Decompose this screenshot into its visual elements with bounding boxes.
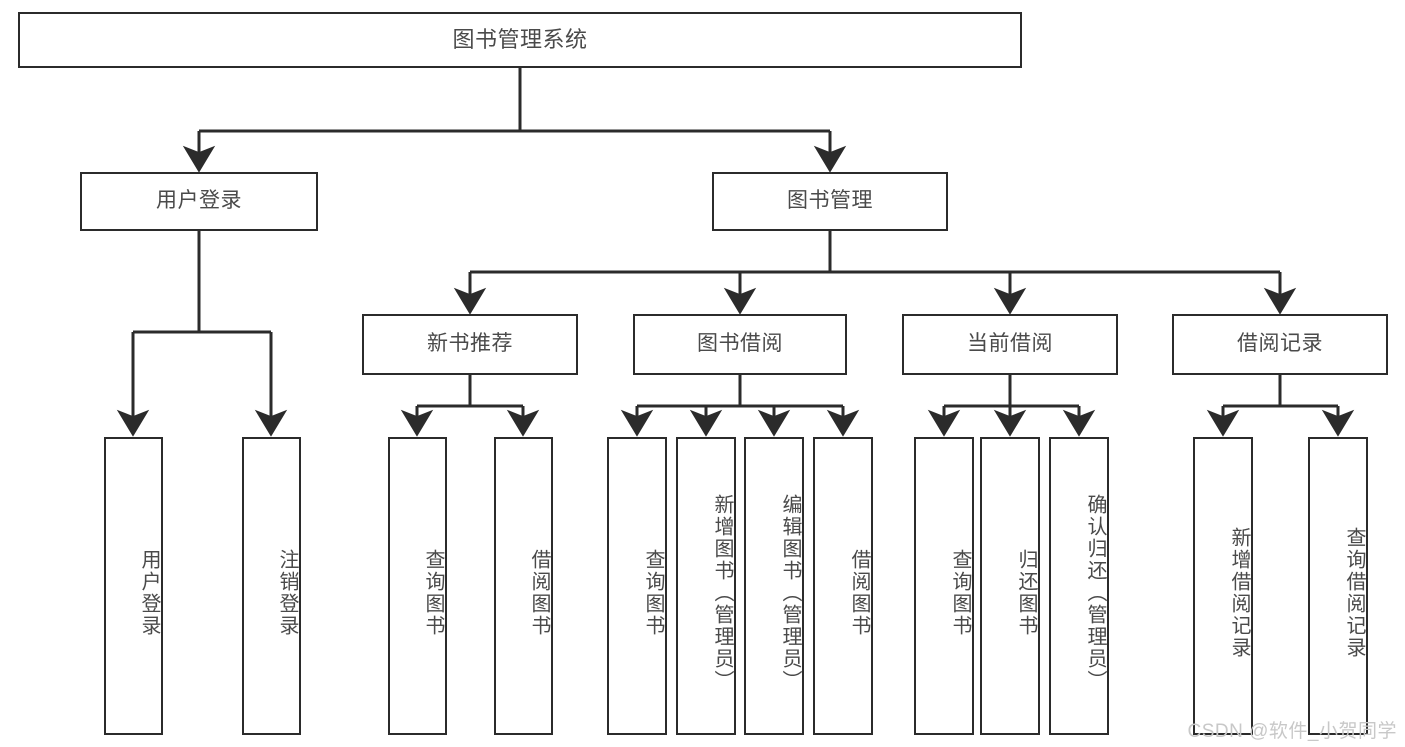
node-book-borrow-label: 图书借阅	[697, 332, 783, 356]
node-leaf-query-book-3-label: 查询图书	[949, 549, 971, 637]
node-leaf-query-borrow-record-label: 查询借阅记录	[1343, 527, 1365, 659]
node-book-manage[interactable]: 图书管理	[712, 172, 948, 231]
node-book-borrow[interactable]: 图书借阅	[633, 314, 847, 375]
node-new-book-recommend-label: 新书推荐	[427, 332, 513, 356]
node-leaf-add-borrow-record[interactable]: 新增借阅记录	[1193, 437, 1253, 735]
node-leaf-query-book-1[interactable]: 查询图书	[388, 437, 447, 735]
node-book-manage-label: 图书管理	[787, 189, 873, 213]
node-borrow-record-label: 借阅记录	[1237, 332, 1323, 356]
node-leaf-query-book-2-label: 查询图书	[642, 549, 664, 637]
node-borrow-record[interactable]: 借阅记录	[1172, 314, 1388, 375]
node-leaf-edit-book-admin[interactable]: 编辑图书（管理员）	[744, 437, 804, 735]
node-root-label: 图书管理系统	[452, 27, 588, 53]
node-leaf-user-login-label: 用户登录	[138, 549, 160, 637]
node-leaf-edit-book-admin-label: 编辑图书（管理员）	[779, 494, 801, 692]
node-leaf-borrow-book-1-label: 借阅图书	[528, 549, 550, 637]
node-leaf-add-borrow-record-label: 新增借阅记录	[1228, 527, 1250, 659]
node-leaf-confirm-return-admin[interactable]: 确认归还（管理员）	[1049, 437, 1109, 735]
node-leaf-return-book[interactable]: 归还图书	[980, 437, 1040, 735]
node-root[interactable]: 图书管理系统	[18, 12, 1022, 68]
node-current-borrow[interactable]: 当前借阅	[902, 314, 1118, 375]
node-new-book-recommend[interactable]: 新书推荐	[362, 314, 578, 375]
node-current-borrow-label: 当前借阅	[967, 332, 1053, 356]
node-user-login[interactable]: 用户登录	[80, 172, 318, 231]
node-leaf-borrow-book-2-label: 借阅图书	[848, 549, 870, 637]
csdn-watermark: CSDN @软件_小贺同学	[1187, 721, 1397, 742]
node-leaf-user-logout-label: 注销登录	[276, 549, 298, 637]
node-leaf-user-login[interactable]: 用户登录	[104, 437, 163, 735]
node-leaf-query-book-3[interactable]: 查询图书	[914, 437, 974, 735]
node-leaf-borrow-book-2[interactable]: 借阅图书	[813, 437, 873, 735]
node-leaf-add-book-admin-label: 新增图书（管理员）	[711, 494, 733, 692]
node-leaf-confirm-return-admin-label: 确认归还（管理员）	[1084, 494, 1106, 692]
node-leaf-user-logout[interactable]: 注销登录	[242, 437, 301, 735]
node-leaf-query-borrow-record[interactable]: 查询借阅记录	[1308, 437, 1368, 735]
node-leaf-query-book-2[interactable]: 查询图书	[607, 437, 667, 735]
node-user-login-label: 用户登录	[156, 189, 242, 213]
node-leaf-return-book-label: 归还图书	[1015, 549, 1037, 637]
node-leaf-borrow-book-1[interactable]: 借阅图书	[494, 437, 553, 735]
node-leaf-add-book-admin[interactable]: 新增图书（管理员）	[676, 437, 736, 735]
node-leaf-query-book-1-label: 查询图书	[422, 549, 444, 637]
